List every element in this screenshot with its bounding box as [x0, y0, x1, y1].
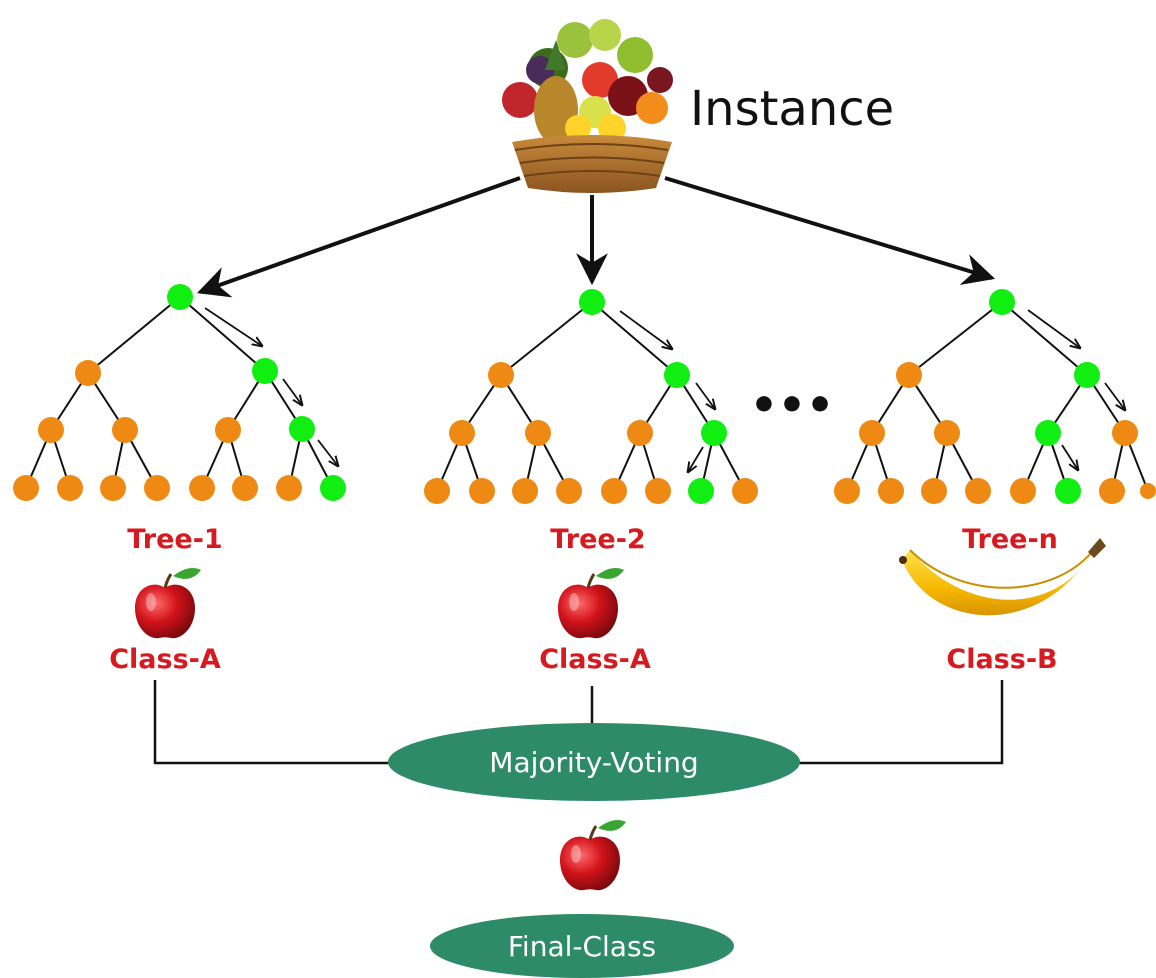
tree-1-path-node [252, 358, 278, 384]
tree-1-path-node [289, 416, 315, 442]
instance-label: Instance [690, 81, 894, 137]
tree-n-leaf [1099, 478, 1125, 504]
tree-2-leaf [512, 478, 538, 504]
tree-n-leaf [834, 478, 860, 504]
tree-n-root-node [989, 289, 1015, 315]
tree-2-class-label: Class-A [539, 644, 651, 675]
tree-2-leaf [732, 478, 758, 504]
tree-2-leaf [601, 478, 627, 504]
tree-n-vote-connector [798, 680, 1004, 765]
tree-1-node [38, 417, 64, 443]
tree-n-node [934, 420, 960, 446]
tree-n-leaf [878, 478, 904, 504]
tree-2-label: Tree-2 [550, 524, 645, 555]
final-class-label: Final-Class [508, 930, 656, 963]
fruit-basket-icon [502, 19, 673, 193]
instance-to-tree-n-arrow [664, 176, 996, 285]
tree-2-leaf-selected [688, 478, 714, 504]
tree-n [834, 289, 1156, 504]
tree-1-leaf [232, 475, 258, 501]
tree-1-leaf [144, 475, 170, 501]
tree-1-node [215, 417, 241, 443]
tree-n-leaf [1010, 478, 1036, 504]
tree-n-node [859, 420, 885, 446]
tree-n-class-label: Class-B [946, 644, 1057, 675]
tree-1-leaf [276, 475, 302, 501]
apple-icon [558, 568, 624, 639]
tree-1-vote-connector [153, 680, 390, 765]
final-apple-icon [560, 820, 626, 891]
tree-1-label: Tree-1 [127, 524, 222, 555]
tree-2-node [627, 420, 653, 446]
tree-2-leaf [556, 478, 582, 504]
tree-1-leaf [57, 475, 83, 501]
tree-1-root-node [167, 284, 193, 310]
tree-1-node [75, 360, 101, 386]
apple-icon [135, 568, 201, 639]
tree-2 [424, 289, 758, 504]
tree-1-class-label: Class-A [109, 644, 221, 675]
tree-1-node [112, 417, 138, 443]
tree-1-leaf [189, 475, 215, 501]
tree-2-path-node [701, 420, 727, 446]
final-class-node: Final-Class [430, 914, 734, 978]
tree-2-node [525, 420, 551, 446]
majority-voting-label: Majority-Voting [489, 746, 698, 779]
tree-n-node [1112, 420, 1138, 446]
tree-2-leaf [469, 478, 495, 504]
tree-n-path-node [1074, 362, 1100, 388]
instance-to-tree-1-arrow [196, 176, 521, 298]
tree-n-leaf [965, 478, 991, 504]
more-trees-ellipsis: ••• [750, 380, 834, 431]
tree-n-node [896, 362, 922, 388]
tree-n-label: Tree-n [962, 524, 1058, 555]
tree-n-leaf-selected [1055, 478, 1081, 504]
tree-1 [13, 284, 346, 501]
tree-n-leaf [1140, 483, 1156, 499]
tree-1-leaf [13, 475, 39, 501]
tree-2-path-node [664, 362, 690, 388]
tree-n-path-node [1035, 420, 1061, 446]
tree-1-leaf [100, 475, 126, 501]
tree-n-leaf [921, 478, 947, 504]
banana-icon [899, 538, 1106, 616]
tree-2-leaf [424, 478, 450, 504]
tree-2-root-node [579, 289, 605, 315]
tree-1-leaf-selected [320, 475, 346, 501]
majority-voting-node: Majority-Voting [388, 723, 800, 801]
tree-2-leaf [645, 478, 671, 504]
tree-2-node [449, 420, 475, 446]
tree-2-node [488, 362, 514, 388]
